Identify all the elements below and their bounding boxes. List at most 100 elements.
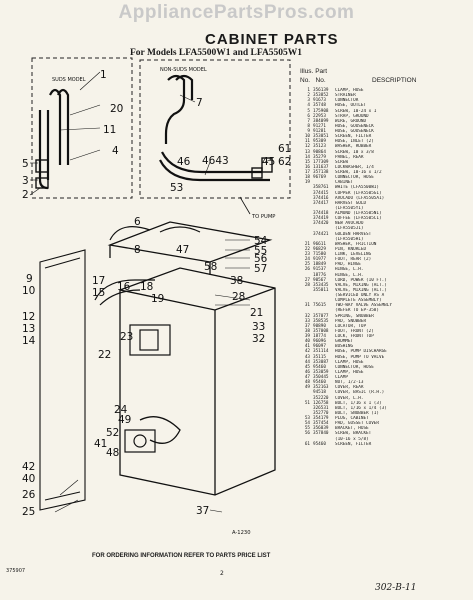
callout-3: 3 (22, 175, 29, 187)
part-no: 126758 (313, 400, 329, 406)
illus-no: 7 (307, 118, 310, 124)
cabinet (107, 221, 276, 496)
part-description: ALMOND (LFA5505N1) (335, 211, 382, 216)
part-description: WASHER, RUBBER (335, 144, 372, 150)
callout-38: 38 (230, 275, 243, 287)
part-description: HINGE, L.H. (335, 267, 364, 273)
bottom-pump (124, 429, 156, 453)
illus-no: 4 (307, 103, 310, 109)
part-no: 356039 (313, 426, 329, 432)
callout-21: 21 (250, 307, 263, 319)
callout-42: 42 (22, 461, 35, 473)
callout-4643: 4643 (202, 155, 229, 167)
callout-28: 28 (232, 291, 245, 303)
part-description: FOOT, REAR (2) (335, 257, 372, 263)
header-part-no-label: No. (315, 77, 326, 84)
callout-24: 24 (114, 404, 128, 416)
illus-no: 28 (304, 282, 310, 288)
illus-no: 25 (304, 262, 310, 268)
to-pump-label: TO PUMP (251, 214, 275, 220)
part-no: 94518 (313, 390, 326, 396)
part-no: 95460 (313, 441, 326, 447)
part-no: 357008 (313, 328, 329, 334)
callout-8: 8 (134, 244, 141, 256)
illus-no: 47 (304, 375, 310, 380)
part-description: SCREW, 10-24 x 1 (335, 108, 377, 114)
callout-47: 47 (176, 244, 189, 256)
part-no: 350445 (313, 375, 329, 380)
callout-57: 57 (254, 263, 267, 275)
illus-no: 13 (304, 149, 310, 155)
illus-no: 38 (304, 328, 310, 334)
part-no: 95460 (313, 364, 326, 370)
part-no: 357454 (313, 421, 329, 427)
callout-5: 5 (22, 158, 29, 170)
part-description: CABINET (335, 180, 354, 186)
callout-1: 1 (100, 69, 107, 81)
illus-no: 1 (307, 88, 310, 93)
part-no: 374416 (313, 195, 329, 201)
illus-no: 22 (304, 246, 310, 252)
part-description: SCREEN, FILTER (335, 134, 372, 140)
part-description: LOCATOR, TOP (335, 323, 367, 329)
illus-no: 48 (304, 380, 310, 386)
header-illus: Illus. Part (300, 68, 327, 75)
part-description: LOCK, FRONT TOP (335, 334, 374, 339)
part-description: HOSE, PUMP DISCHARGE (335, 349, 387, 355)
part-no: 96611 (313, 241, 326, 247)
part-description: SCREEN, FILTER (335, 441, 372, 447)
illus-no: 54 (304, 421, 310, 427)
part-description: COFFEE (LFA5505C1) (335, 216, 382, 222)
part-description: CLAMP, HOSE (335, 359, 364, 365)
non-suds-model-box (139, 59, 291, 199)
part-description: CLAMP, HOSE (335, 369, 364, 375)
page-number: 2 (220, 570, 224, 577)
callout-10: 10 (22, 285, 35, 297)
part-no: 357077 (313, 313, 329, 319)
part-no: 357138 (313, 170, 329, 175)
part-description: NEW AVOCADO (335, 221, 364, 227)
callout-9: 9 (26, 273, 33, 285)
part-description: TWO-WAY VALVE ASSEMBLY (335, 303, 392, 309)
part-no: 351114 (313, 349, 329, 355)
part-description: SCREW, BRACKET (335, 431, 372, 437)
callout-4: 4 (112, 145, 119, 157)
part-no: 35115 (313, 354, 326, 360)
parts-row: (SERVICED ONLY AS A (300, 293, 470, 298)
part-description: SPRING, SNUBBER (335, 313, 374, 319)
callout-62: 62 (278, 156, 291, 168)
to-pump-leader (239, 196, 251, 215)
callout-40: 40 (22, 473, 35, 485)
part-description: HOSE, OUTLET (335, 103, 367, 109)
part-no: 90567 (313, 277, 326, 283)
part-description: CLAMP (335, 375, 348, 380)
illus-no: 16 (304, 164, 310, 170)
callout-22: 22 (98, 349, 111, 361)
part-description: STRAINER (335, 93, 356, 99)
illus-no: 39 (304, 334, 310, 339)
illus-no: 32 (304, 313, 310, 319)
part-no: 374420 (313, 221, 329, 227)
callout-46: 46 (177, 156, 191, 168)
callout-2: 2 (22, 189, 29, 201)
part-description: HOSE, GOOSENECK (335, 123, 374, 129)
part-description: (REFER TO EP-358) (335, 308, 379, 314)
